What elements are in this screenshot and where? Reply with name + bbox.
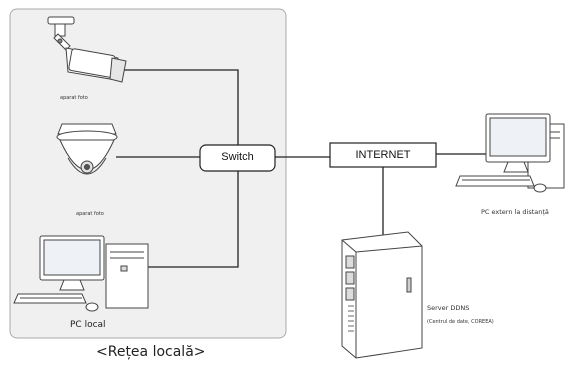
switch-box: [199, 144, 276, 172]
dome-camera-icon: [56, 123, 118, 175]
switch-label: Switch: [221, 151, 254, 163]
local-network-caption: <Rețea locală>: [96, 344, 206, 360]
internet-box: [329, 142, 437, 168]
remote-desktop-pc-icon: [455, 113, 565, 193]
local-pc-label: PC local: [70, 320, 106, 330]
remote-pc-label: PC extern la distanță: [481, 208, 549, 216]
connection-lines: [116, 69, 487, 268]
internet-label: INTERNET: [355, 149, 411, 161]
local-desktop-pc-icon: [13, 235, 149, 312]
server-label: Server DDNS: [427, 304, 470, 312]
server-sublabel: (Centrul de date, COREEA): [427, 319, 494, 325]
camera1-switch-line: [124, 69, 239, 145]
server-tower-icon: [341, 231, 423, 359]
camera1-label: aparat foto: [60, 95, 88, 101]
pc-switch-line: [128, 171, 239, 268]
camera2-label: aparat foto: [76, 211, 104, 217]
bullet-camera-icon: [47, 16, 127, 83]
